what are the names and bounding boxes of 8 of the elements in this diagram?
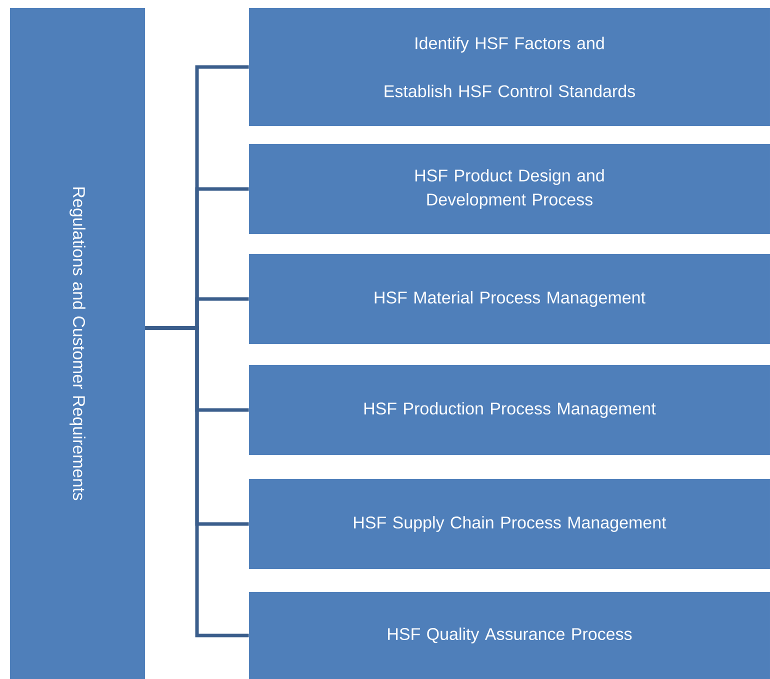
process-box: HSF Supply Chain Process Management: [249, 479, 770, 569]
process-box: HSF Quality Assurance Process: [249, 592, 770, 679]
requirements-bar: Regulations and Customer Requirements: [10, 8, 145, 679]
connector-line: [145, 326, 249, 638]
process-box: Identify HSF Factors and Establish HSF Control Standards: [249, 8, 770, 126]
process-box: HSF Material Process Management: [249, 254, 770, 344]
process-box: HSF Production Process Management: [249, 365, 770, 455]
process-box: HSF Product Design and Development Process: [249, 144, 770, 234]
